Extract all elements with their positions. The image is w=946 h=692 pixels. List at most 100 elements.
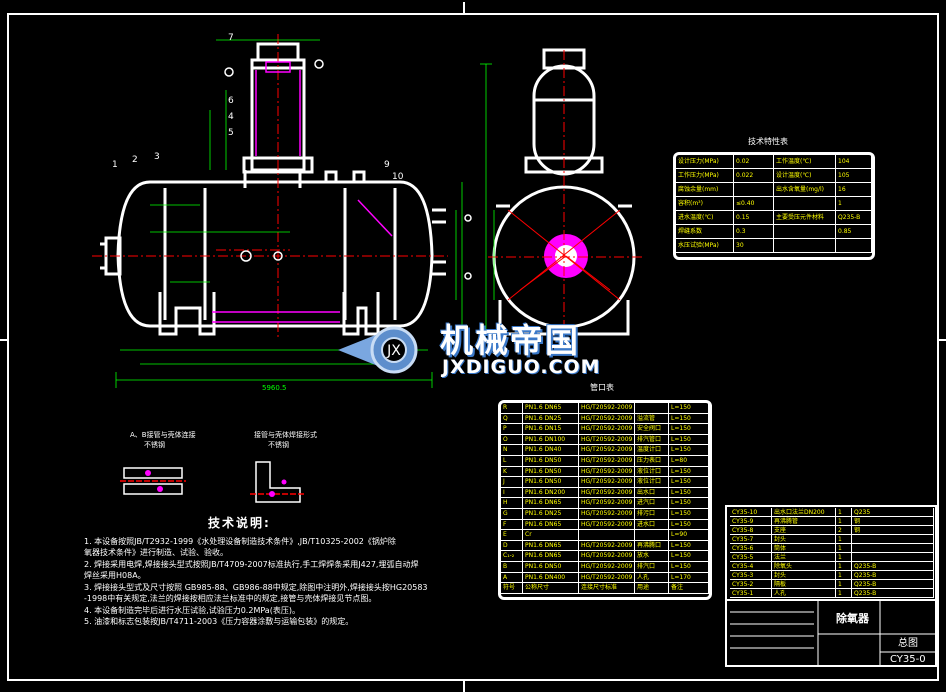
bom-table-cell: CY35-10 <box>730 508 772 516</box>
nozzle-table-cell: L=90 <box>669 530 709 540</box>
title-block-name: 除氧器 <box>836 612 869 625</box>
nozzle-table-cell: H <box>501 498 523 508</box>
part-number-7: 7 <box>228 33 234 43</box>
nozzle-table-cell: Q <box>501 413 523 424</box>
part-number-2: 2 <box>132 155 138 165</box>
nozzle-table-cell: 连接尺寸标准 <box>579 583 635 593</box>
nozzle-table-cell: Cr <box>523 530 579 540</box>
nozzle-table-cell: PN1.6 DN400 <box>523 572 579 583</box>
part-number-5: 5 <box>228 128 234 138</box>
spec-table-title: 技术特性表 <box>748 137 788 146</box>
bom-table-cell: 除氧头 <box>772 562 836 570</box>
bom-table-cell: Q235-B <box>852 589 934 597</box>
nozzle-table-cell: L=150 <box>669 561 709 572</box>
watermark-url-text: JXDIGUO.COM <box>442 356 601 378</box>
spec-table-cell: 0.02 <box>734 155 774 168</box>
nozzle-table-cell: R <box>501 403 523 413</box>
spec-table-cell <box>774 197 836 210</box>
nozzle-table-cell: HG/T20592-2009 <box>579 403 635 413</box>
svg-text:JX: JX <box>386 343 401 359</box>
spec-table-cell: 30 <box>734 239 774 252</box>
drawing-border <box>7 13 939 681</box>
front-view-magenta-details <box>212 61 393 323</box>
nozzle-table-cell: PN1.6 DN65 <box>523 403 579 413</box>
spec-table-cell: 104 <box>836 155 872 168</box>
nozzle-table-cell: K <box>501 466 523 477</box>
nozzle-table-cell: 排汽口 <box>635 561 669 572</box>
nozzle-table-title: 管口表 <box>590 383 614 392</box>
nozzle-table-cell: 放水 <box>635 551 669 561</box>
nozzle-table-cell: 备注 <box>669 583 709 593</box>
nozzle-table-cell: 安全阀口 <box>635 424 669 434</box>
nozzle-table-cell: HG/T20592-2009 <box>579 508 635 519</box>
bom-table-cell: Q235 <box>852 508 934 516</box>
part-number-4: 4 <box>228 112 234 122</box>
spec-table-cell: 工作压力(MPa) <box>676 169 734 182</box>
bom-table-cell: 1 <box>836 517 852 525</box>
technical-notes-title: 技术说明: <box>208 516 271 530</box>
spec-table-cell: 0.022 <box>734 169 774 182</box>
bom-table-cell <box>852 544 934 552</box>
spec-table-cell: 腐蚀余量(mm) <box>676 183 734 196</box>
side-view-dimensions <box>480 63 495 335</box>
drawing-number: CY35-0 <box>890 654 926 665</box>
bom-table-cell: 1 <box>836 535 852 543</box>
nozzle-table-row: 符号公称尺寸连接尺寸标准用途备注 <box>501 583 709 594</box>
nozzle-table-cell: L=150 <box>669 540 709 551</box>
nozzle-table-cell: PN1.6 DN65 <box>523 498 579 508</box>
spec-table-cell: 设计温度(℃) <box>774 169 836 182</box>
nozzle-table-cell: 用途 <box>635 583 669 593</box>
bom-table-cell: CY35-7 <box>730 535 772 543</box>
bom-table-cell: CY35-2 <box>730 580 772 588</box>
bom-table-cell: 再沸腾管 <box>772 517 836 525</box>
nozzle-table-cell: L <box>501 455 523 466</box>
spec-table-cell: 0.15 <box>734 211 774 224</box>
bom-table-cell: 1 <box>836 571 852 579</box>
nozzle-table-cell: L=150 <box>669 508 709 519</box>
spec-table-cell: 0.85 <box>836 225 872 238</box>
technical-note-line: -1998中有关规定,法兰的焊接按相应法兰标准中的规定,接管与壳体焊接见节点图。 <box>84 594 377 603</box>
nozzle-table-cell: 液位计口 <box>635 477 669 487</box>
nozzle-table-cell: C₁-₂ <box>501 551 523 561</box>
nozzle-table-cell: HG/T20592-2009 <box>579 572 635 583</box>
nozzle-table-cell: HG/T20592-2009 <box>579 424 635 434</box>
technical-note-line: 5. 油漆和标志包装按JB/T4711-2003《压力容器涂敷与运输包装》的规定… <box>84 617 354 626</box>
nozzle-table-cell: D <box>501 540 523 551</box>
nozzle-table-cell: O <box>501 434 523 445</box>
nozzle-table-cell: 液位计口 <box>635 466 669 477</box>
nozzle-table-cell: A <box>501 572 523 583</box>
nozzle-table-cell: G <box>501 508 523 519</box>
bom-table-cell: 2 <box>836 526 852 534</box>
nozzle-table-cell: 出水口 <box>635 487 669 498</box>
nozzle-table-cell: PN1.6 DN50 <box>523 477 579 487</box>
spec-table-cell: 容积(m³) <box>676 197 734 210</box>
nozzle-table-cell: HG/T20592-2009 <box>579 413 635 424</box>
nozzle-table-cell: HG/T20592-2009 <box>579 455 635 466</box>
technical-notes: 技术说明: 1. 本设备按照JB/T2932-1999《水处理设备制造技术条件》… <box>84 516 474 628</box>
spec-table-cell: 主要受压元件材料 <box>774 211 836 224</box>
spec-table-cell <box>774 225 836 238</box>
technical-note-line: 焊丝采用H08A。 <box>84 571 146 580</box>
part-number-10: 10 <box>392 172 404 182</box>
nozzle-table-cell: F <box>501 519 523 530</box>
nozzle-table-cell: HG/T20592-2009 <box>579 540 635 551</box>
title-block <box>725 505 937 667</box>
technical-note-line: 3. 焊接接头型式及尺寸按照 GB985-88、GB986-88中规定,除图中注… <box>84 582 428 592</box>
technical-note-line: 氧器技术条件》进行制造、试验、验收。 <box>84 548 228 557</box>
nozzle-table-cell: PN1.6 DN65 <box>523 551 579 561</box>
bom-table-cell: 钢 <box>852 517 934 525</box>
spec-table-cell: 1 <box>836 197 872 210</box>
nozzle-table-cell: PN1.6 DN15 <box>523 424 579 434</box>
nozzle-table-cell: B <box>501 561 523 572</box>
